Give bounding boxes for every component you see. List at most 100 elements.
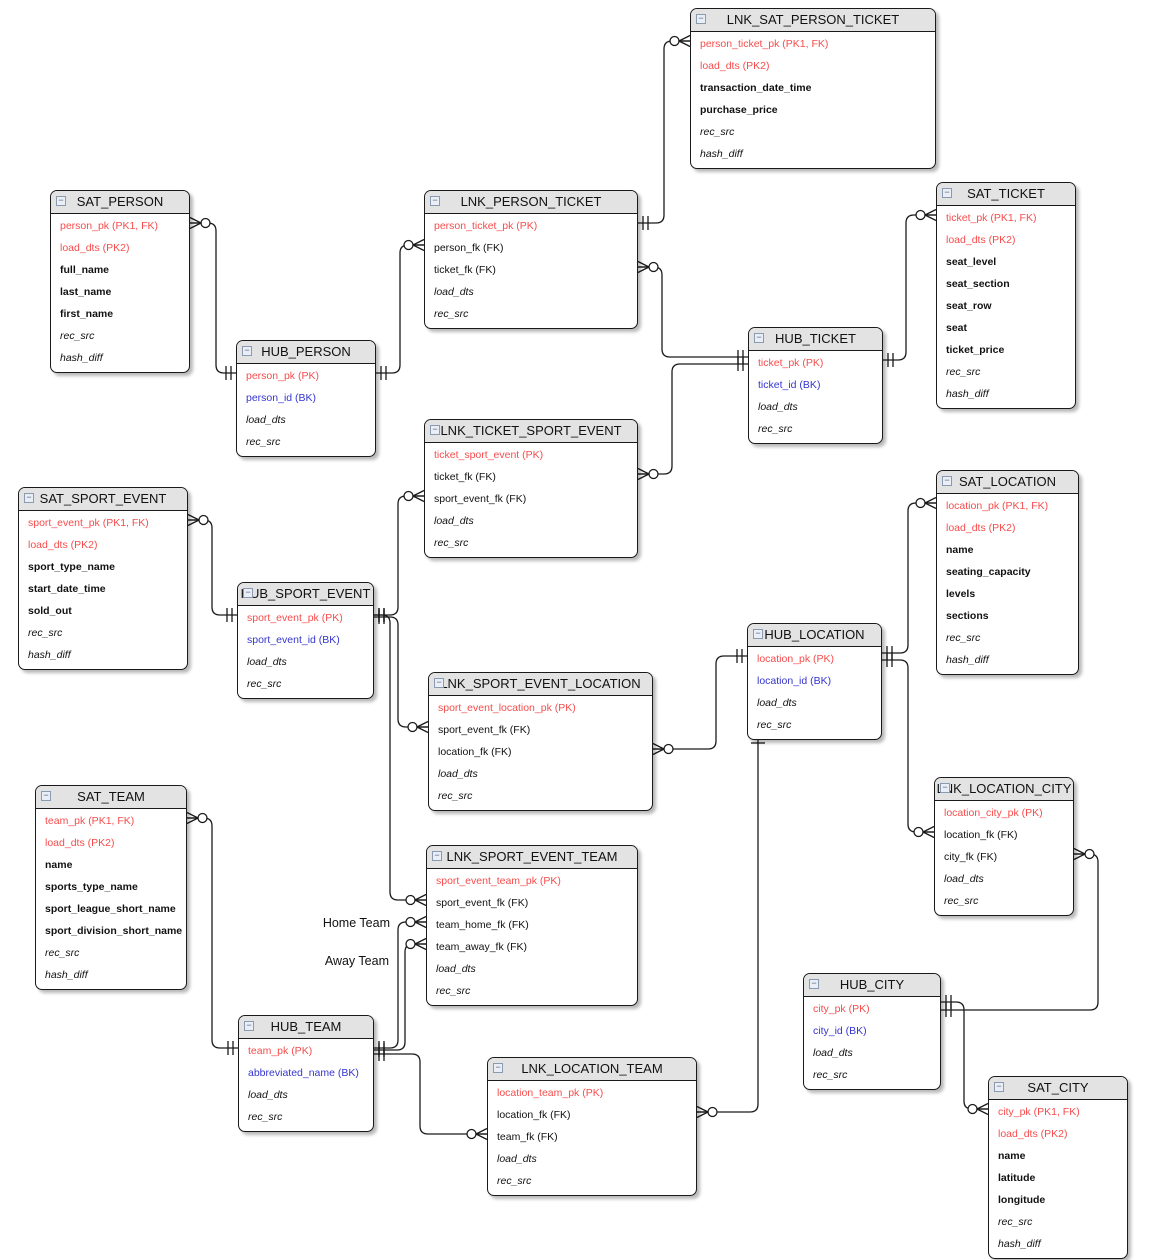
field-seat: seat: [946, 322, 968, 334]
collapse-icon[interactable]: −: [753, 629, 763, 639]
field-location-fk: location_fk (FK): [497, 1109, 571, 1121]
field-load-dts: load_dts (PK2): [946, 522, 1016, 534]
field-person-fk: person_fk (FK): [434, 242, 504, 254]
field-start-date-time: start_date_time: [28, 583, 106, 595]
entity-title: SAT_PERSON: [76, 194, 164, 209]
field-ticket-pk: ticket_pk (PK): [758, 357, 824, 369]
field-load-dts: load_dts: [813, 1047, 853, 1059]
field-person-pk: person_pk (PK1, FK): [60, 220, 159, 232]
field-hash-diff: hash_diff: [998, 1238, 1041, 1250]
collapse-icon[interactable]: −: [994, 1082, 1004, 1092]
entity-title: LNK_SPORT_EVENT_LOCATION: [440, 676, 641, 691]
field-load-dts: load_dts: [944, 873, 984, 885]
collapse-icon[interactable]: −: [432, 851, 442, 861]
field-person-pk: person_pk (PK): [246, 370, 319, 382]
field-sport-event-fk: sport_event_fk (FK): [436, 897, 529, 909]
collapse-icon[interactable]: −: [56, 196, 66, 206]
entity-title: SAT_TEAM: [77, 789, 145, 804]
field-load-dts: load_dts (PK2): [60, 242, 130, 254]
field-load-dts: load_dts: [436, 963, 476, 975]
collapse-icon[interactable]: −: [493, 1063, 503, 1073]
field-sold-out: sold_out: [28, 605, 72, 617]
collapse-icon[interactable]: −: [940, 783, 950, 793]
field-purchase-price: purchase_price: [700, 104, 778, 116]
field-city-id: city_id (BK): [813, 1025, 867, 1037]
field-ticket-pk: ticket_pk (PK1, FK): [946, 212, 1037, 224]
field-rec-src: rec_src: [247, 678, 282, 690]
entity-lnk-sport-event-location[interactable]: −LNK_SPORT_EVENT_LOCATION sport_event_loc…: [428, 672, 653, 811]
collapse-icon[interactable]: −: [942, 188, 952, 198]
field-rec-src: rec_src: [434, 308, 469, 320]
entity-sat-person[interactable]: −SAT_PERSON person_pk (PK1, FK) load_dts (…: [50, 190, 190, 373]
entity-title: LNK_SAT_PERSON_TICKET: [726, 12, 900, 27]
field-name: name: [998, 1150, 1026, 1162]
collapse-icon[interactable]: −: [696, 14, 706, 24]
field-load-dts: load_dts: [757, 697, 797, 709]
field-ticket-fk: ticket_fk (FK): [434, 471, 496, 483]
collapse-icon[interactable]: −: [942, 476, 952, 486]
field-location-city-pk: location_city_pk (PK): [944, 807, 1043, 819]
field-team-away-fk: team_away_fk (FK): [436, 941, 528, 953]
entity-sat-location[interactable]: −SAT_LOCATION location_pk (PK1, FK) load_d…: [936, 470, 1079, 675]
field-rec-src: rec_src: [60, 330, 95, 342]
entity-title: SAT_LOCATION: [958, 474, 1057, 489]
field-location-team-pk: location_team_pk (PK): [497, 1087, 604, 1099]
collapse-icon[interactable]: −: [430, 425, 440, 435]
collapse-icon[interactable]: −: [244, 1021, 254, 1031]
collapse-icon[interactable]: −: [24, 493, 34, 503]
entity-title: LNK_TICKET_SPORT_EVENT: [440, 423, 622, 438]
field-rec-src: rec_src: [436, 985, 471, 997]
entity-title: SAT_CITY: [1027, 1080, 1089, 1095]
field-rec-src: rec_src: [998, 1216, 1033, 1228]
collapse-icon[interactable]: −: [41, 791, 51, 801]
field-sections: sections: [946, 610, 989, 622]
field-rec-src: rec_src: [757, 719, 792, 731]
field-sport-event-team-pk: sport_event_team_pk (PK): [436, 875, 561, 887]
collapse-icon[interactable]: −: [243, 588, 253, 598]
field-rec-src: rec_src: [946, 366, 981, 378]
field-name: name: [946, 544, 974, 556]
entity-title: LNK_PERSON_TICKET: [460, 194, 602, 209]
field-city-pk: city_pk (PK): [813, 1003, 870, 1015]
collapse-icon[interactable]: −: [242, 346, 252, 356]
field-sport-event-location-pk: sport_event_location_pk (PK): [438, 702, 576, 714]
collapse-icon[interactable]: −: [430, 196, 440, 206]
entity-lnk-location-city[interactable]: −LNK_LOCATION_CITY location_city_pk (PK) l…: [934, 777, 1074, 916]
field-first-name: first_name: [60, 308, 114, 320]
field-rec-src: rec_src: [946, 632, 981, 644]
field-sport-league-short-name: sport_league_short_name: [45, 903, 176, 915]
field-load-dts: load_dts (PK2): [45, 837, 115, 849]
collapse-icon[interactable]: −: [754, 333, 764, 343]
field-location-pk: location_pk (PK1, FK): [946, 500, 1049, 512]
field-transaction-date-time: transaction_date_time: [700, 82, 812, 94]
field-hash-diff: hash_diff: [45, 969, 88, 981]
collapse-icon[interactable]: −: [434, 678, 444, 688]
collapse-icon[interactable]: −: [809, 979, 819, 989]
field-rec-src: rec_src: [434, 537, 469, 549]
field-rec-src: rec_src: [758, 423, 793, 435]
entity-title: LNK_LOCATION_CITY: [936, 781, 1072, 796]
field-full-name: full_name: [60, 264, 110, 276]
relationship-label-away-team: Away Team: [324, 954, 389, 968]
field-rec-src: rec_src: [813, 1069, 848, 1081]
field-sport-event-fk: sport_event_fk (FK): [438, 724, 531, 736]
field-sport-event-fk: sport_event_fk (FK): [434, 493, 527, 505]
field-load-dts: load_dts: [438, 768, 478, 780]
entity-title: HUB_LOCATION: [764, 627, 865, 642]
